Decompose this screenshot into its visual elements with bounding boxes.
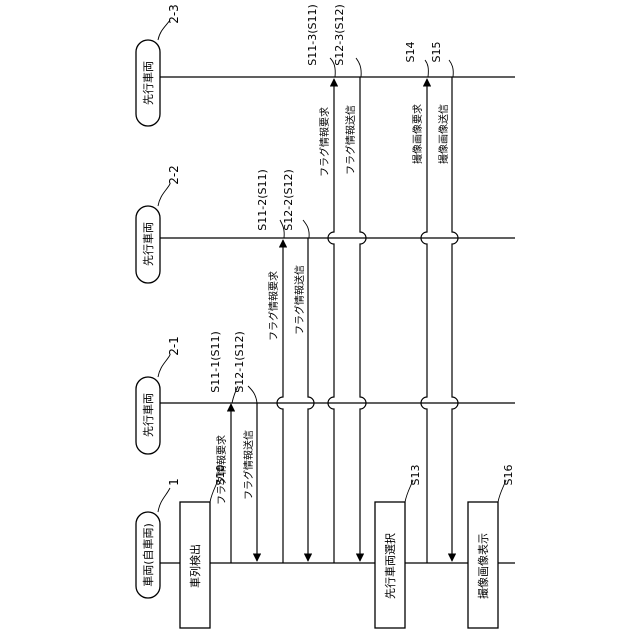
message-s12-3-step: S12-3(S12)	[333, 4, 346, 66]
message-s12-1-step: S12-1(S12)	[233, 331, 246, 393]
message-s12-1: フラグ情報送信 S12-1(S12)	[233, 331, 257, 561]
message-s12-2-label: フラグ情報送信	[293, 265, 306, 335]
message-s11-3-step: S11-3(S11)	[306, 4, 319, 66]
node-lead-vehicle-1-label: 先行車両	[141, 393, 155, 437]
message-s15: 撮像画像送信 S15	[430, 42, 458, 561]
message-s11-2: フラグ情報要求 S11-2(S11)	[256, 169, 284, 563]
process-s16-label: 撮像画像表示	[476, 533, 490, 599]
process-s13-step: S13	[409, 465, 422, 486]
process-s16: 撮像画像表示 S16	[468, 465, 515, 628]
message-s11-1-step: S11-1(S11)	[209, 331, 222, 393]
process-s16-step: S16	[502, 465, 515, 486]
process-s10-label: 車列検出	[188, 544, 202, 588]
node-lead-vehicle-1-ref: 2-1	[167, 336, 181, 356]
message-s15-step: S15	[430, 42, 443, 63]
node-own-vehicle-ref: 1	[167, 478, 181, 486]
process-s13-label: 先行車両選択	[383, 533, 397, 599]
node-own-vehicle: 車両(自車両) 1	[136, 478, 181, 598]
node-lead-vehicle-1: 先行車両 2-1	[136, 336, 181, 454]
message-s12-3-label: フラグ情報送信	[344, 105, 357, 175]
message-s11-2-label: フラグ情報要求	[267, 271, 280, 341]
process-s13: 先行車両選択 S13	[375, 465, 422, 628]
node-lead-vehicle-3-label: 先行車両	[141, 61, 155, 105]
message-s12-2: フラグ情報送信 S12-2(S12)	[282, 169, 314, 561]
message-s11-1-label: フラグ情報要求	[215, 435, 228, 505]
node-lead-vehicle-2-label: 先行車両	[141, 222, 155, 266]
message-s14-label: 撮像画像要求	[411, 104, 424, 164]
node-lead-vehicle-2-ref: 2-2	[167, 165, 181, 185]
message-s11-3: フラグ情報要求 S11-3(S11)	[306, 4, 335, 563]
node-lead-vehicle-3: 先行車両 2-3	[136, 4, 181, 126]
message-s12-3: フラグ情報送信 S12-3(S12)	[333, 4, 366, 561]
message-s15-label: 撮像画像送信	[437, 104, 450, 164]
node-lead-vehicle-2: 先行車両 2-2	[136, 165, 181, 283]
message-s14-step: S14	[404, 42, 417, 63]
message-s11-2-step: S11-2(S11)	[256, 169, 269, 231]
message-s11-3-label: フラグ情報要求	[318, 107, 331, 177]
message-s12-1-label: フラグ情報送信	[242, 430, 255, 500]
node-own-vehicle-label: 車両(自車両)	[141, 523, 155, 587]
node-lead-vehicle-3-ref: 2-3	[167, 4, 181, 24]
message-s12-2-step: S12-2(S12)	[282, 169, 295, 231]
